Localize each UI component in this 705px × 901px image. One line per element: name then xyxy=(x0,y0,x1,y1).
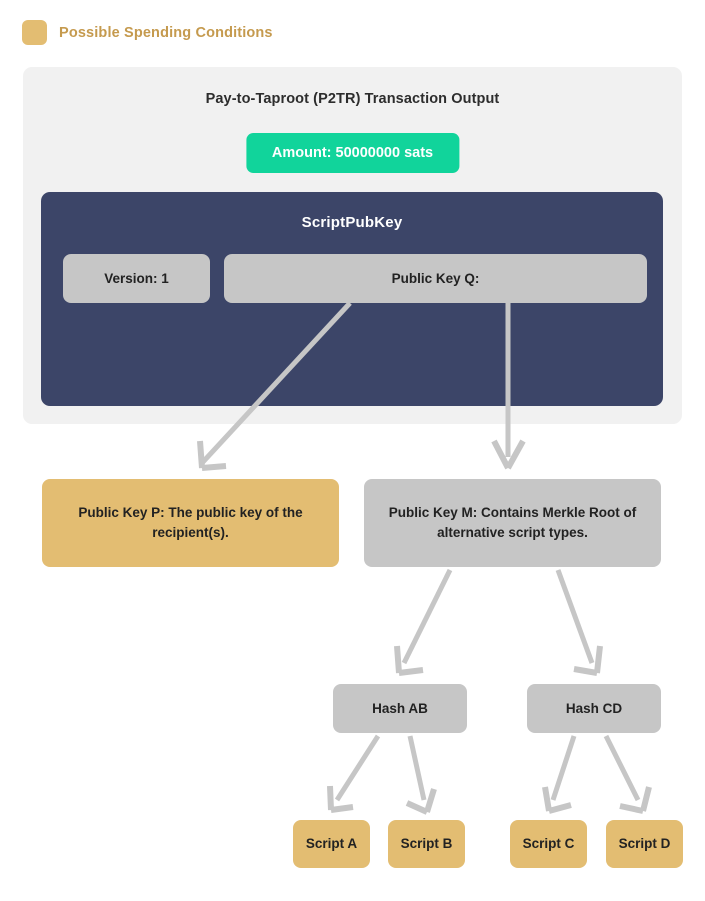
node-script-b: Script B xyxy=(388,820,465,868)
edge-q-to-m-arrowhead xyxy=(491,439,526,470)
legend: Possible Spending Conditions xyxy=(22,20,273,45)
edge-m-to-hashcd-arrowhead xyxy=(573,645,603,676)
node-script-a: Script A xyxy=(293,820,370,868)
legend-swatch-icon xyxy=(22,20,47,45)
amount-badge: Amount: 50000000 sats xyxy=(245,133,460,173)
node-public-key-m: Public Key M: Contains Merkle Root of al… xyxy=(364,479,661,567)
edge-m-to-hashcd xyxy=(555,569,595,664)
edge-hashcd-to-scriptc xyxy=(550,735,577,801)
edge-hashab-to-scripta-arrowhead xyxy=(327,785,354,813)
edge-hashcd-to-scriptd-arrowhead xyxy=(619,786,652,814)
field-version: Version: 1 xyxy=(63,254,210,303)
edge-hashcd-to-scriptc-arrowhead xyxy=(542,786,572,814)
edge-hashab-to-scriptb-arrowhead xyxy=(405,788,437,815)
node-hash-cd: Hash CD xyxy=(527,684,661,733)
node-script-d: Script D xyxy=(606,820,683,868)
node-hash-ab: Hash AB xyxy=(333,684,467,733)
scriptpubkey-title: ScriptPubKey xyxy=(301,214,403,231)
page-title: Pay-to-Taproot (P2TR) Transaction Output xyxy=(205,91,500,107)
edge-m-to-hashab xyxy=(401,568,453,665)
legend-label: Possible Spending Conditions xyxy=(59,24,273,41)
edge-q-to-p-arrowhead xyxy=(197,440,227,471)
node-public-key-p: Public Key P: The public key of the reci… xyxy=(42,479,339,567)
transaction-output-panel: Pay-to-Taproot (P2TR) Transaction Output… xyxy=(23,67,682,424)
scriptpubkey-box: ScriptPubKey Version: 1 Public Key Q: xyxy=(41,192,663,406)
node-script-c: Script C xyxy=(510,820,587,868)
edge-hashab-to-scriptb xyxy=(407,735,427,801)
edge-hashab-to-scripta xyxy=(334,734,381,802)
edge-hashcd-to-scriptd xyxy=(603,734,641,802)
edge-m-to-hashab-arrowhead xyxy=(394,645,424,676)
field-public-key-q: Public Key Q: xyxy=(224,254,647,303)
